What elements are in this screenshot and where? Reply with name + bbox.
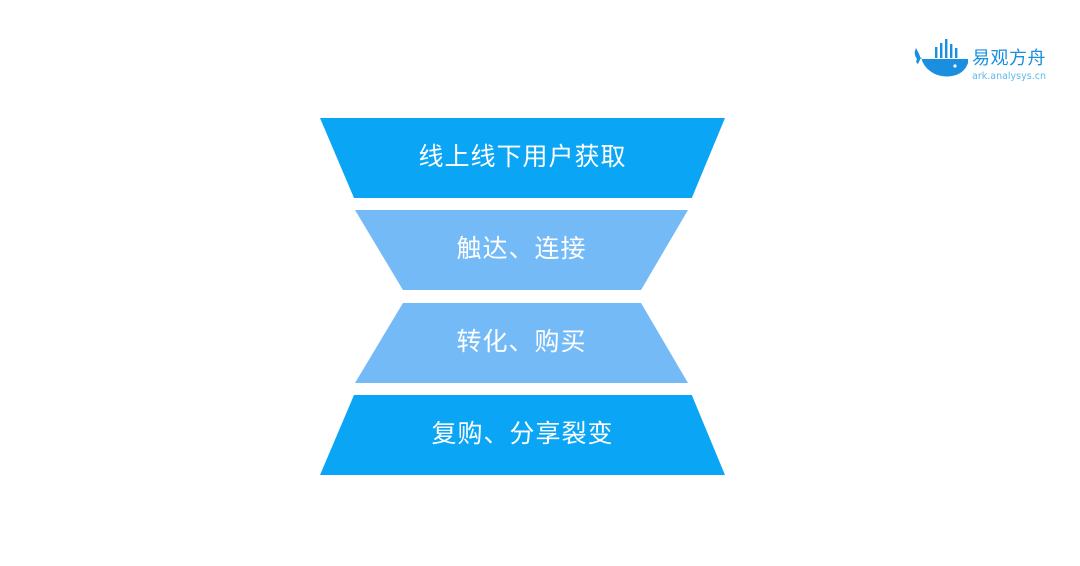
brand-logo: 易观方舟 ark.analysys.cn bbox=[912, 38, 1052, 90]
brand-name: 易观方舟 bbox=[972, 48, 1046, 69]
brand-url: ark.analysys.cn bbox=[972, 71, 1046, 82]
stage-label: 线上线下用户获取 bbox=[418, 142, 627, 171]
whale-icon bbox=[914, 39, 968, 77]
funnel-stage-reach: 触达、连接 bbox=[355, 210, 688, 290]
stage-label: 复购、分享裂变 bbox=[431, 419, 614, 448]
stage-label: 触达、连接 bbox=[456, 234, 587, 263]
funnel-stage-retention: 复购、分享裂变 bbox=[320, 395, 725, 475]
funnel-stage-conversion: 转化、购买 bbox=[355, 303, 688, 383]
funnel-stage-acquisition: 线上线下用户获取 bbox=[320, 118, 725, 198]
stage-label: 转化、购买 bbox=[456, 327, 587, 356]
